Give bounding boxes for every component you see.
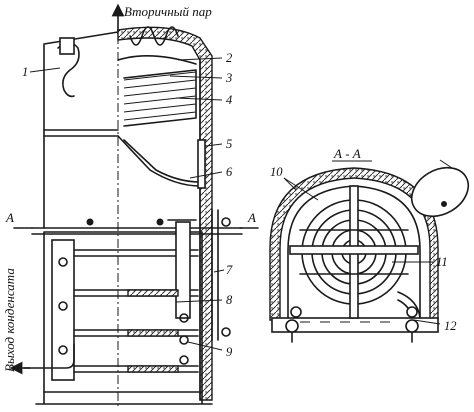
valve-top-left	[86, 218, 94, 226]
callouts-right: 10 11 12	[270, 165, 457, 333]
callout-3: 3	[225, 71, 232, 85]
callout-10: 10	[270, 165, 283, 179]
foot-left	[285, 319, 299, 333]
bolt-2	[58, 301, 68, 311]
steam-collector	[175, 221, 191, 319]
tube-plates	[127, 289, 179, 373]
valve-top-mid	[156, 218, 164, 226]
upper-shell-left	[43, 31, 119, 229]
inner-cone	[117, 135, 201, 187]
coil-inlet-pipe	[397, 291, 421, 319]
coil-clamp-left	[290, 306, 302, 318]
callout-8: 8	[226, 293, 233, 307]
foot-right	[405, 319, 419, 333]
base	[35, 391, 213, 405]
callout-4: 4	[226, 93, 232, 107]
callout-11: 11	[436, 255, 448, 269]
bolt-1	[58, 257, 68, 267]
section-a-a: А - А	[269, 146, 470, 343]
section-title: А - А	[333, 146, 361, 161]
callout-5: 5	[226, 137, 232, 151]
section-marker-right: А	[247, 210, 256, 225]
inner-cone-2	[123, 139, 201, 183]
mesh-band	[123, 71, 197, 121]
valve-upper	[221, 217, 231, 227]
callout-12: 12	[444, 319, 457, 333]
callout-7: 7	[226, 263, 233, 277]
secondary-steam-label: Вторичный пар	[124, 4, 212, 19]
valve-lower	[221, 327, 231, 337]
heating-chamber	[43, 231, 203, 393]
gauge-glass	[197, 139, 206, 189]
droplet-separator	[129, 26, 179, 46]
support-frame	[289, 185, 419, 319]
mesh-border	[123, 69, 197, 127]
evaporator-elevation	[9, 3, 259, 406]
callout-9: 9	[226, 345, 233, 359]
condensate-elbow	[23, 343, 75, 369]
fitting-1	[179, 313, 189, 323]
callout-2: 2	[226, 51, 232, 65]
separator-baffle	[117, 55, 197, 65]
fitting-2	[179, 335, 189, 345]
callout-1: 1	[22, 65, 28, 79]
fitting-3	[179, 355, 189, 365]
bolt-3	[58, 345, 68, 355]
coil-clamp-right	[406, 306, 418, 318]
lug-block	[59, 37, 75, 55]
section-marker-left: А	[5, 210, 14, 225]
callouts-left: 1 2 3 4 5 6 7 8 9	[22, 51, 233, 359]
callout-6: 6	[226, 165, 233, 179]
condensate-outlet-label: Выход конденсата	[2, 268, 17, 372]
external-drum	[410, 159, 470, 218]
